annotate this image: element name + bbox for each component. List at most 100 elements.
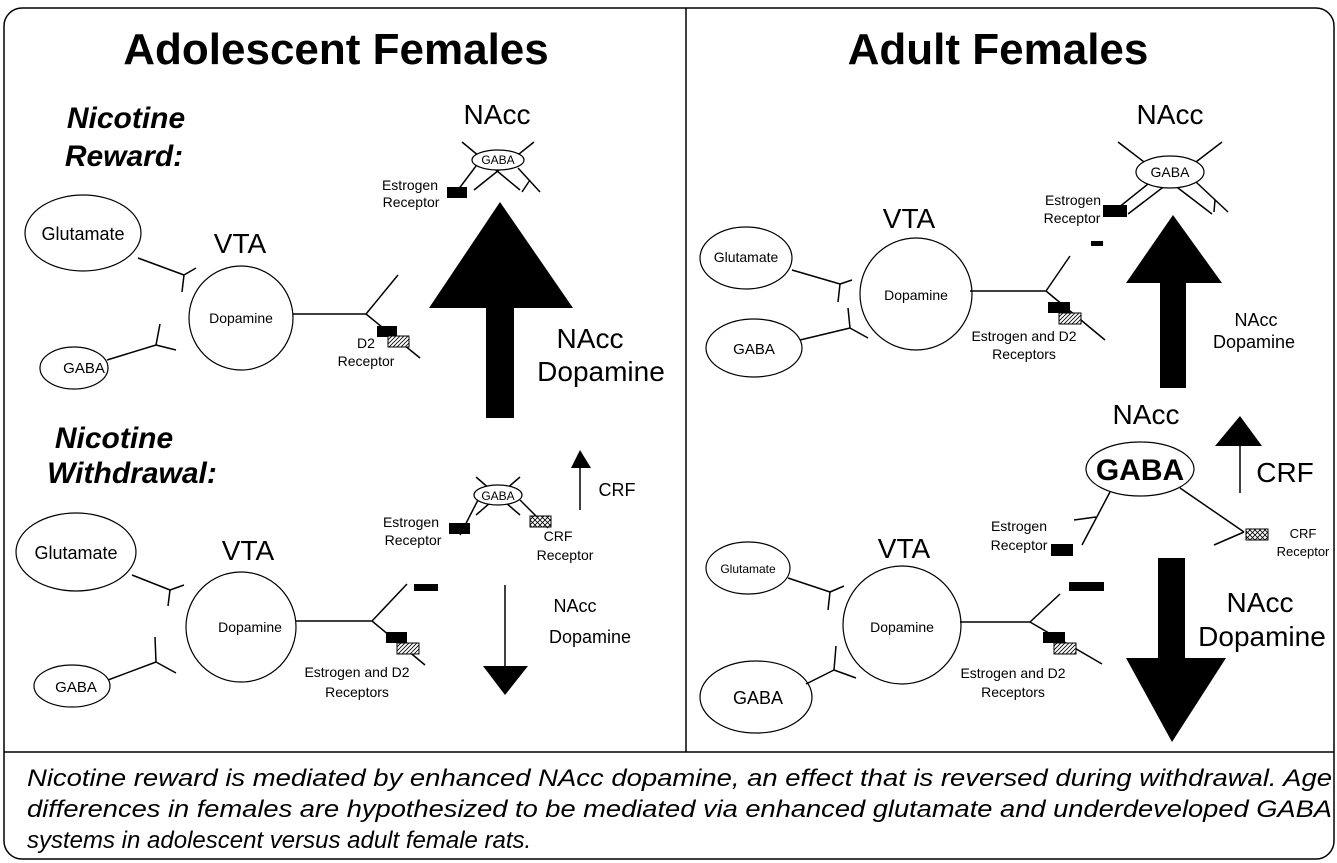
adult-withdrawal-circuit: NAcc GABA Estrogen Receptor CRF Receptor…: [699, 399, 1330, 742]
crf-receptor: [1245, 528, 1269, 541]
dopamine-label: Dopamine: [884, 287, 948, 303]
estrogen-d2-label-2: Receptors: [981, 684, 1045, 700]
glutamate-cell: [15, 512, 137, 592]
vta-dopamine-cell: [185, 571, 297, 683]
crf-receptor-label: CRF: [1290, 526, 1317, 541]
dopamine-arrow-label: NAcc: [557, 323, 624, 354]
nacc-gaba-label: GABA: [1151, 164, 1191, 180]
gaba-label: GABA: [55, 679, 97, 696]
withdrawal-minus: [414, 584, 438, 591]
nacc-gaba-cell: [1085, 441, 1195, 497]
estrogen-d2-label: Estrogen and D2: [971, 328, 1076, 344]
vta-dopamine-cell: [842, 565, 962, 685]
nicotine-withdrawal-label-2: Withdrawal:: [47, 457, 217, 490]
d2-receptor-solid: [377, 326, 397, 337]
nacc-label: NAcc: [464, 99, 531, 130]
nicotine-withdrawal-label: Nicotine: [55, 422, 173, 455]
crf-label: CRF: [599, 480, 636, 500]
gaba-cell: [39, 346, 109, 390]
nicotine-reward-label-2: Reward:: [65, 140, 183, 173]
nacc-label: NAcc: [1113, 399, 1180, 430]
estrogen-label: Estrogen: [383, 514, 439, 530]
glutamate-cell: [705, 541, 791, 595]
estrogen-receptor: [449, 523, 470, 534]
d2-label-2: Receptor: [338, 353, 395, 369]
estrogen-d2-solid: [1043, 632, 1065, 643]
glutamate-label: Glutamate: [41, 224, 124, 244]
estrogen-label: Estrogen: [1045, 192, 1101, 208]
adult-panel: Adult Females NAcc GABA Estrogen Recepto…: [699, 25, 1330, 742]
nacc-gaba-label: GABA: [481, 489, 514, 503]
vta-label: VTA: [214, 228, 267, 259]
estrogen-label-2: Receptor: [991, 537, 1048, 553]
caption-line-1: Nicotine reward is mediated by enhanced …: [27, 765, 1332, 792]
dopamine-arrow-label-2: Dopamine: [537, 356, 665, 387]
estrogen-d2-solid: [1048, 302, 1070, 313]
dopamine-arrow-label: NAcc: [1227, 587, 1294, 618]
crf-label: CRF: [1256, 457, 1314, 488]
caption-line-3: systems in adolescent versus adult femal…: [27, 827, 531, 854]
estrogen-d2-hatched: [1053, 642, 1077, 655]
estrogen-d2-label: Estrogen and D2: [304, 664, 409, 680]
estrogen-label: Estrogen: [991, 518, 1047, 534]
estrogen-label-2: Receptor: [383, 194, 440, 210]
nacc-gaba-cell: [473, 484, 523, 506]
reward-minus: [1091, 241, 1103, 246]
glutamate-cell: [699, 226, 793, 290]
dopamine-up-arrow: [429, 202, 573, 418]
dopamine-label: Dopamine: [870, 619, 934, 635]
nacc-gaba-label: GABA: [1096, 454, 1184, 487]
gaba-cell: [33, 664, 111, 708]
crf-receptor-label-2: Receptor: [1277, 544, 1330, 559]
dopamine-up-arrow: [1126, 215, 1222, 388]
gaba-cell: [705, 318, 803, 378]
adult-title: Adult Females: [848, 25, 1149, 74]
adolescent-panel: Adolescent Females Nicotine Reward: NAcc…: [15, 25, 665, 708]
vta-label: VTA: [878, 533, 931, 564]
d2-receptor-hatched: [387, 335, 410, 348]
caption: Nicotine reward is mediated by enhanced …: [27, 765, 1332, 854]
d2-label: D2: [357, 335, 375, 351]
nacc-gaba-cell: [1135, 155, 1205, 189]
vta-dopamine-cell: [188, 265, 294, 371]
outer-frame: [3, 7, 1335, 860]
glutamate-label: Glutamate: [34, 543, 117, 563]
withdrawal-minus: [1069, 582, 1104, 591]
estrogen-d2-solid: [386, 632, 407, 643]
dopamine-arrow-label: NAcc: [553, 596, 596, 616]
dopamine-down-arrow: [483, 666, 528, 695]
vta-dopamine-cell: [859, 237, 973, 351]
crf-receptor-label: CRF: [544, 528, 573, 544]
dopamine-arrow-label-2: Dopamine: [549, 627, 631, 647]
estrogen-label-2: Receptor: [385, 532, 442, 548]
glutamate-label: Glutamate: [720, 562, 776, 576]
gaba-label: GABA: [733, 341, 775, 358]
nicotine-reward-label: Nicotine: [67, 102, 185, 135]
gaba-label: GABA: [63, 360, 105, 377]
glutamate-cell: [24, 194, 142, 272]
adolescent-title: Adolescent Females: [123, 25, 549, 74]
estrogen-d2-label-2: Receptors: [325, 684, 389, 700]
gaba-label: GABA: [733, 688, 783, 708]
dopamine-arrow-label-2: Dopamine: [1198, 621, 1326, 652]
glutamate-label: Glutamate: [714, 249, 779, 265]
estrogen-d2-hatched: [396, 642, 420, 655]
nacc-gaba-cell: [471, 149, 525, 171]
nacc-gaba-label: GABA: [481, 153, 514, 167]
estrogen-receptor: [1103, 205, 1127, 217]
gaba-cell: [699, 660, 813, 734]
caption-line-2: differences in females are hypothesized …: [27, 796, 1332, 823]
crf-up-arrow: [571, 450, 591, 468]
adolescent-reward-circuit: NAcc GABA Estrogen Receptor Glutamate VT…: [24, 99, 665, 418]
crf-receptor: [529, 515, 552, 528]
estrogen-receptor: [1051, 544, 1073, 556]
estrogen-receptor: [447, 187, 467, 198]
vta-label: VTA: [883, 203, 936, 234]
dopamine-arrow-label-2: Dopamine: [1213, 332, 1295, 352]
nacc-label: NAcc: [1137, 99, 1204, 130]
dopamine-label: Dopamine: [218, 619, 282, 635]
dopamine-arrow-label: NAcc: [1234, 310, 1277, 330]
dopamine-down-arrow: [1126, 558, 1226, 742]
adult-reward-circuit: NAcc GABA Estrogen Receptor Glutamate VT…: [699, 99, 1295, 388]
